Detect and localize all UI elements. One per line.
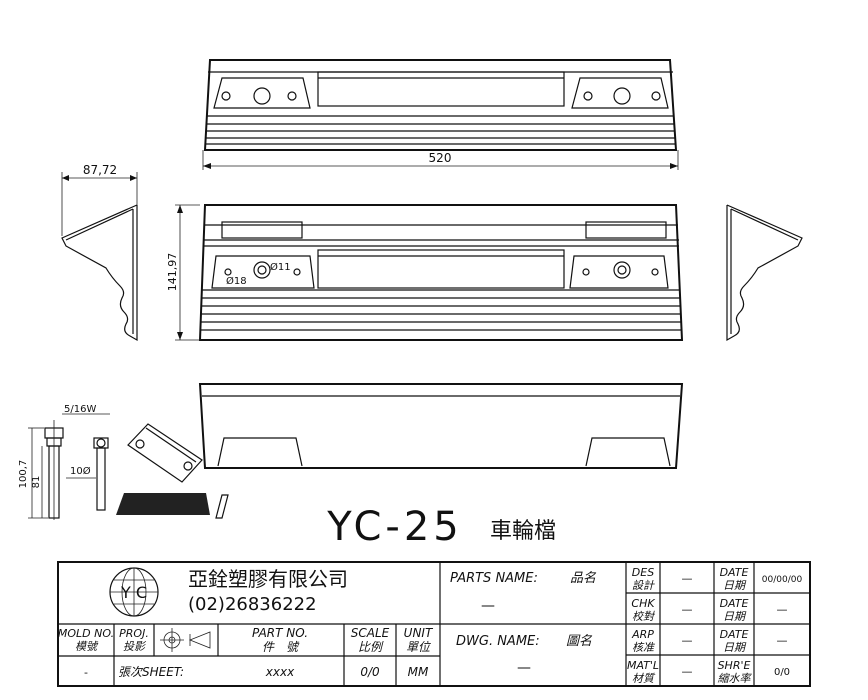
- hole-large-label: Ø18: [226, 275, 247, 287]
- date1-value: 00/00/00: [762, 575, 803, 585]
- shre-label-cn: 縮水率: [718, 672, 753, 685]
- top-view: [203, 59, 678, 151]
- projection-symbol-icon: [160, 628, 211, 652]
- scale-label-cn: 比例: [358, 640, 384, 654]
- des-label: DES: [632, 566, 654, 579]
- date1-label-cn: 日期: [723, 579, 747, 592]
- shre-value: 0/0: [774, 667, 790, 678]
- shre-label: SHR'E: [718, 659, 751, 672]
- dimension-length: 520: [202, 150, 679, 170]
- bolt-size-label: 5/16W: [64, 404, 96, 415]
- dimension-height-label: 141,97: [166, 253, 179, 292]
- bolt-diameter-label: 10Ø: [70, 465, 91, 477]
- proj-label: PROJ.: [119, 627, 149, 640]
- parts-name-label: PARTS NAME:: [450, 571, 538, 586]
- dimension-side-depth: 87,72: [61, 163, 138, 236]
- des-value: —: [682, 572, 693, 585]
- bolt-length-thread-label: 81: [31, 476, 42, 489]
- des-label-cn: 設計: [632, 579, 655, 592]
- date2-label-cn: 日期: [723, 610, 747, 623]
- bottom-view: [198, 383, 684, 469]
- dimension-height: 141,97: [166, 204, 200, 341]
- dwg-name-label-cn: 圖名: [566, 634, 593, 649]
- logo-letters: Y C: [120, 583, 147, 602]
- part-no-label: PART NO.: [252, 626, 308, 640]
- scale-label: SCALE: [351, 626, 390, 640]
- part-no-value: xxxx: [265, 665, 295, 679]
- company-logo: Y C: [109, 567, 159, 617]
- matl-value: —: [682, 665, 693, 678]
- date3-label-cn: 日期: [723, 641, 747, 654]
- scale-value: 0/0: [360, 665, 380, 679]
- arp-label: ARP: [631, 628, 654, 641]
- drawing-code-title: YC-25: [326, 504, 463, 550]
- unit-label-cn: 單位: [406, 640, 431, 654]
- drawing-name-title: 車輪檔: [490, 519, 556, 544]
- bolt-length-total-label: 100,7: [18, 460, 29, 489]
- company-name: 亞銓塑膠有限公司: [188, 567, 348, 591]
- parts-name-value: —: [481, 598, 495, 614]
- right-side-profile: [726, 204, 803, 342]
- dwg-name-label: DWG. NAME:: [456, 634, 540, 649]
- proj-label-cn: 投影: [123, 640, 147, 653]
- company-phone: (02)26836222: [188, 594, 317, 615]
- chk-label-cn: 校對: [632, 610, 656, 623]
- chk-value: —: [682, 603, 693, 616]
- dimension-length-label: 520: [429, 151, 452, 165]
- unit-label: UNIT: [404, 626, 434, 640]
- dimension-side-depth-label: 87,72: [83, 163, 117, 177]
- sheet-label: 張次SHEET:: [118, 665, 184, 679]
- part-no-label-cn: 件 號: [262, 640, 300, 654]
- chk-label: CHK: [631, 597, 655, 610]
- matl-label-cn: 材質: [632, 672, 656, 685]
- front-view: Ø18 Ø11: [198, 204, 684, 341]
- title-block: [57, 561, 811, 687]
- dwg-name-value: —: [517, 660, 531, 676]
- date2-label: DATE: [720, 597, 749, 610]
- matl-label: MAT'L: [627, 659, 659, 672]
- bolt-assembly: 5/16W 100,7 81 10Ø: [18, 404, 229, 520]
- arp-value: —: [682, 634, 693, 647]
- mold-no-label-cn: 模號: [75, 640, 99, 653]
- parts-name-label-cn: 品名: [570, 571, 597, 586]
- left-side-profile: [61, 204, 138, 342]
- date2-value: —: [777, 603, 788, 616]
- date3-value: —: [777, 634, 788, 647]
- arp-label-cn: 核准: [632, 641, 656, 654]
- hole-small-label: Ø11: [270, 261, 291, 273]
- mold-no-label: MOLD NO.: [58, 627, 114, 640]
- date3-label: DATE: [720, 628, 749, 641]
- mold-no-value: -: [84, 666, 88, 679]
- date1-label: DATE: [720, 566, 749, 579]
- unit-value: MM: [408, 665, 429, 679]
